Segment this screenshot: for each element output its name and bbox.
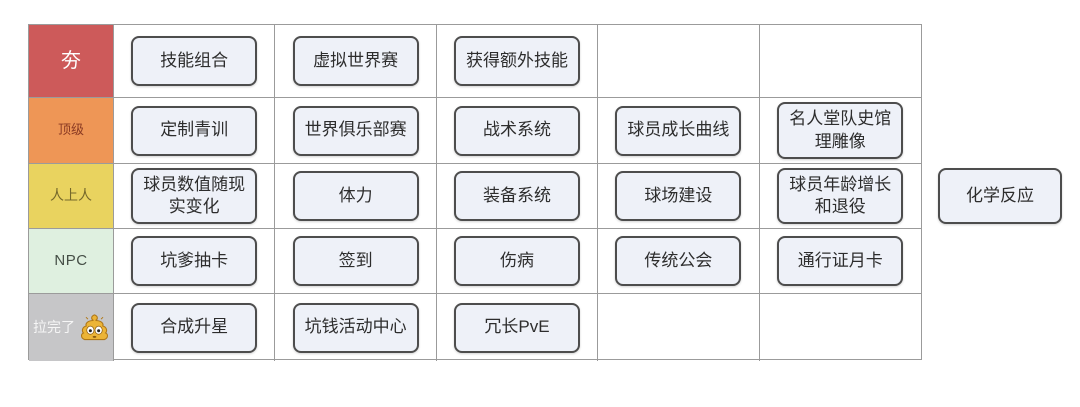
tier-label-text: 拉完了 [33, 318, 75, 335]
tier-label-top: 顶级 [29, 98, 114, 164]
grid-cell: 球员年龄增长和退役 [759, 164, 921, 229]
grid-cell: 获得额外技能 [436, 25, 599, 98]
tier-label-npc: NPC [29, 229, 114, 294]
grid-cell: 球场建设 [598, 164, 760, 229]
grid-cell: 合成升星 [114, 294, 276, 361]
tier-item[interactable]: 球员数值随现实变化 [131, 167, 258, 225]
grid-cell: 虚拟世界赛 [275, 25, 437, 98]
grid-cell-empty [598, 25, 760, 98]
grid-cell: 通行证月卡 [759, 229, 921, 294]
tier-label-above-average: 人上人 [29, 164, 114, 229]
grid-cell: 技能组合 [114, 25, 276, 98]
tier-item[interactable]: 名人堂队史馆理雕像 [777, 102, 904, 159]
tier-label-hang: 夯 [29, 25, 114, 98]
tier-item[interactable]: 签到 [292, 236, 419, 286]
grid-cell: 世界俱乐部赛 [275, 98, 437, 164]
tier-item[interactable]: 传统公会 [615, 236, 742, 286]
tier-item[interactable]: 体力 [292, 171, 419, 221]
tier-label-text: 夯 [61, 50, 81, 72]
tier-item[interactable]: 战术系统 [453, 105, 580, 156]
grid-cell: 坑爹抽卡 [114, 229, 276, 294]
tier-item[interactable]: 装备系统 [453, 171, 580, 221]
tier-label-text: NPC [54, 251, 88, 269]
grid-cell: 定制青训 [114, 98, 276, 164]
grid-cell: 伤病 [436, 229, 599, 294]
grid-cell: 战术系统 [436, 98, 599, 164]
grid-cell: 签到 [275, 229, 437, 294]
grid-cell: 坑钱活动中心 [275, 294, 437, 361]
grid-cell: 名人堂队史馆理雕像 [759, 98, 921, 164]
tier-item[interactable]: 合成升星 [131, 302, 258, 353]
tier-item[interactable]: 球员成长曲线 [615, 105, 742, 156]
tier-item[interactable]: 坑爹抽卡 [131, 236, 258, 286]
standalone-item-chemistry[interactable]: 化学反应 [938, 168, 1062, 224]
tier-list-table: 夯 技能组合 虚拟世界赛 获得额外技能 顶级 定制青训 世界俱乐部赛 战术系统 … [28, 24, 922, 361]
tier-item[interactable]: 虚拟世界赛 [292, 36, 419, 86]
tier-label-text: 顶级 [57, 122, 84, 138]
grid-cell-empty [598, 294, 760, 361]
grid-cell: 球员数值随现实变化 [114, 164, 276, 229]
grid-cell: 装备系统 [436, 164, 599, 229]
tier-label-worst: 拉完了 [29, 294, 114, 361]
tier-item[interactable]: 获得额外技能 [453, 36, 580, 86]
grid-cell: 冗长PvE [437, 294, 599, 361]
tier-item[interactable]: 定制青训 [131, 105, 258, 156]
grid-cell-empty [759, 25, 921, 98]
tier-item[interactable]: 技能组合 [131, 36, 258, 86]
shocked-poop-emoji-icon [80, 314, 109, 341]
tier-item[interactable]: 世界俱乐部赛 [292, 105, 419, 156]
tier-item[interactable]: 冗长PvE [453, 302, 580, 353]
tier-item[interactable]: 球场建设 [615, 171, 742, 221]
grid-cell: 传统公会 [598, 229, 760, 294]
grid-cell-empty [760, 294, 921, 361]
tier-item[interactable]: 球员年龄增长和退役 [777, 167, 904, 225]
tier-item[interactable]: 通行证月卡 [777, 236, 904, 286]
tier-item[interactable]: 伤病 [453, 236, 580, 286]
tier-label-text: 人上人 [50, 187, 92, 204]
grid-cell: 体力 [275, 164, 437, 229]
tier-item[interactable]: 坑钱活动中心 [292, 302, 419, 353]
grid-cell: 球员成长曲线 [598, 98, 760, 164]
